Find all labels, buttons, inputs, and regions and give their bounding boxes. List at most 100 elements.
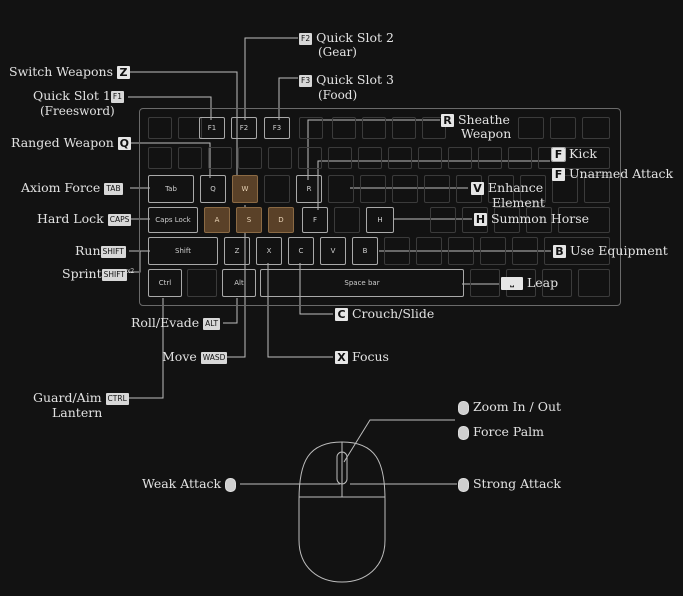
label-quick-slot-3: F3 Quick Slot 3 — [299, 73, 394, 87]
key-j — [430, 207, 456, 233]
label-zoom: Zoom In / Out — [458, 400, 561, 415]
key-f4 — [299, 117, 323, 139]
label-text: Guard/Aim — [33, 390, 102, 405]
key-alt-right — [470, 269, 500, 297]
key-shift[interactable]: Shift — [148, 237, 218, 265]
key-f7 — [392, 117, 416, 139]
label-kick: F Kick — [551, 146, 597, 162]
line-roll-evade — [223, 298, 238, 324]
key-7 — [358, 147, 382, 169]
key-s[interactable]: S — [236, 207, 262, 233]
key-f11 — [582, 117, 610, 139]
label-text: Zoom In / Out — [472, 399, 562, 414]
key-cap-c: C — [335, 308, 348, 321]
key-p — [488, 175, 514, 203]
line-unarmed — [317, 160, 550, 210]
key-badge-alt: ALT — [203, 317, 221, 330]
key-caps-lock[interactable]: Caps Lock — [148, 207, 198, 233]
label-hard-lock: Hard Lock CAPS — [37, 211, 132, 226]
key-z[interactable]: Z — [224, 237, 250, 265]
key-f2[interactable]: F2 — [231, 117, 257, 139]
key-5 — [298, 147, 322, 169]
key-b[interactable]: B — [352, 237, 378, 265]
key-v[interactable]: V — [320, 237, 346, 265]
label-text: Strong Attack — [472, 476, 561, 491]
key-badge-f2: F2 — [299, 32, 313, 45]
label-text: Switch Weapons — [9, 64, 113, 79]
label-focus: X Focus — [335, 350, 389, 364]
key-cap-v: V — [471, 182, 484, 195]
label-crouch-slide: C Crouch/Slide — [335, 307, 434, 321]
label-switch-weapons: Switch Weapons Z — [9, 65, 130, 79]
label-text: Quick Slot 2 — [316, 30, 394, 45]
label-text: Sprint — [62, 266, 102, 282]
line-zoom — [343, 419, 455, 463]
label-text: Kick — [568, 146, 597, 161]
key-f5 — [332, 117, 356, 139]
key-semicolon — [526, 207, 552, 233]
line-crouch — [299, 263, 333, 315]
key-cap-b: B — [553, 245, 566, 258]
key-0 — [448, 147, 472, 169]
label-text: Sheathe — [457, 112, 510, 127]
key-4 — [268, 147, 292, 169]
label-text: Crouch/Slide — [351, 306, 435, 321]
label-text: Focus — [351, 349, 389, 364]
key-g — [334, 207, 360, 233]
label-ranged-weapon: Ranged Weapon Q — [11, 136, 131, 150]
key-tab[interactable]: Tab — [148, 175, 194, 203]
key-6 — [328, 147, 352, 169]
key-blank — [178, 117, 202, 139]
key-backslash — [584, 175, 610, 203]
key-f[interactable]: F — [302, 207, 328, 233]
label-text: Enhance — [487, 180, 544, 195]
key-q[interactable]: Q — [200, 175, 226, 203]
label-sheathe-sub: Weapon — [461, 126, 512, 141]
key-f10 — [550, 117, 576, 139]
key-n — [384, 237, 410, 265]
mouse-wheel-icon — [458, 400, 469, 415]
key-esc — [148, 117, 172, 139]
label-weak-attack: Weak Attack — [142, 477, 237, 492]
key-shift-right — [544, 237, 610, 265]
key-c[interactable]: C — [288, 237, 314, 265]
key-badge-tab: TAB — [104, 182, 123, 195]
key-u — [392, 175, 418, 203]
mouse-outline — [298, 441, 386, 583]
label-unarmed-attack: F Unarmed Attack — [552, 167, 673, 181]
label-quick-slot-2: F2 Quick Slot 2 — [299, 31, 394, 45]
key-r[interactable]: R — [296, 175, 322, 203]
label-text: Unarmed Attack — [568, 166, 674, 181]
key-alt[interactable]: Alt — [222, 269, 256, 297]
label-strong-attack: Strong Attack — [458, 477, 561, 492]
key-l — [494, 207, 520, 233]
key-h[interactable]: H — [366, 207, 394, 233]
key-badge-f3: F3 — [299, 74, 313, 87]
mouse-left-icon — [225, 477, 237, 492]
key-x[interactable]: X — [256, 237, 282, 265]
label-text: Use Equipment — [569, 243, 668, 258]
label-text: Hard Lock — [37, 211, 104, 226]
label-use-equipment: B Use Equipment — [553, 244, 668, 258]
label-guard-aim: Guard/Aim CTRL — [33, 391, 129, 405]
key-cap-x: X — [335, 351, 348, 364]
key-i — [424, 175, 450, 203]
key-ctrl[interactable]: Ctrl — [148, 269, 182, 297]
key-d[interactable]: D — [268, 207, 294, 233]
key-badge-shift-x2: SHIFT — [101, 268, 128, 281]
key-y — [360, 175, 386, 203]
label-enhance-sub: Element — [492, 195, 545, 210]
key-f8 — [422, 117, 446, 139]
key-f1[interactable]: F1 — [199, 117, 225, 139]
key-minus — [478, 147, 502, 169]
key-f3[interactable]: F3 — [264, 117, 290, 139]
key-backspace — [538, 147, 610, 169]
line-switch-weapons — [128, 71, 238, 188]
key-space-bar[interactable]: Space bar — [260, 269, 464, 297]
key-badge-f1: F1 — [110, 90, 124, 103]
key-menu — [542, 269, 572, 297]
key-w[interactable]: W — [232, 175, 258, 203]
key-a[interactable]: A — [204, 207, 230, 233]
